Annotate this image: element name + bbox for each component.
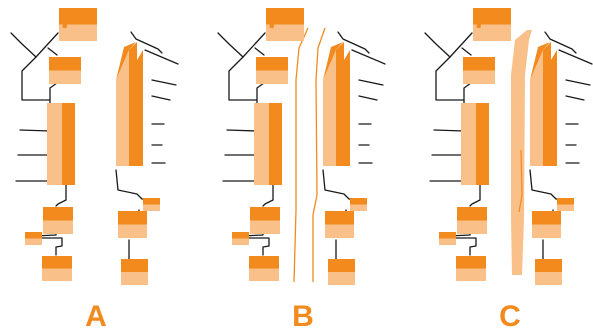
left-lower-stem <box>247 238 269 255</box>
right-dendrite-dark <box>129 42 143 166</box>
right-block-small-light <box>557 205 574 212</box>
left-block-lower-c-dark <box>42 256 72 269</box>
left-block-lower-a-dark <box>43 207 73 221</box>
left-block-lower-b-light <box>439 239 456 246</box>
left-block-lower-b-light <box>232 239 249 246</box>
left-dendrite-light <box>47 103 62 185</box>
left-block-second-light <box>463 71 495 85</box>
left-block-lower-c-light <box>456 269 486 282</box>
left-branch-top-a <box>11 33 36 57</box>
right-block-lower-a-dark <box>325 211 354 225</box>
right-block-lower-b-light <box>121 272 148 285</box>
right-spine-2 <box>566 80 590 85</box>
left-block-lower-c-light <box>249 269 279 282</box>
right-block-small-dark <box>557 198 574 205</box>
left-spine-1 <box>227 130 257 131</box>
right-stem-lower <box>530 170 566 200</box>
right-block-small-dark <box>350 198 367 205</box>
right-spine-2 <box>359 80 383 85</box>
left-lower-stem <box>454 238 476 255</box>
right-spine-3 <box>566 96 584 100</box>
left-block-lower-c-light <box>42 269 72 282</box>
panel-b <box>218 8 385 285</box>
left-block-second-dark <box>463 57 495 71</box>
left-block-lower-b-dark <box>232 232 249 239</box>
channel-left-line <box>294 28 308 282</box>
right-block-small-light <box>143 205 160 212</box>
left-dendrite-light <box>461 103 476 185</box>
right-dendrite-light <box>530 50 543 166</box>
left-block-lower-c-dark <box>456 256 486 269</box>
left-dendrite-dark <box>476 103 489 185</box>
right-dendrite-light <box>323 50 336 166</box>
left-block-lower-b-light <box>25 239 42 246</box>
right-block-lower-a-light <box>118 225 147 239</box>
left-stem-upper <box>229 57 257 103</box>
left-block-second-light <box>256 71 288 85</box>
right-block-lower-b-dark <box>121 259 148 272</box>
left-block-lower-a-light <box>43 221 73 235</box>
left-branch-upper-twig <box>48 48 57 55</box>
left-lower-stem <box>40 238 62 255</box>
right-block-lower-b-light <box>328 272 355 285</box>
right-stem-lower <box>323 170 359 200</box>
right-spine-2 <box>152 80 176 85</box>
left-stem-lower <box>263 185 273 206</box>
left-spine-1 <box>20 130 50 131</box>
right-block-lower-a-light <box>325 225 354 239</box>
right-block-lower-a-dark <box>118 211 147 225</box>
left-stem-upper <box>436 57 464 103</box>
left-block-lower-c-dark <box>249 256 279 269</box>
left-block-second-light <box>49 71 81 85</box>
left-block-lower-a-dark <box>457 207 487 221</box>
right-block-lower-b-dark <box>328 259 355 272</box>
right-block-lower-a-light <box>532 225 561 239</box>
right-block-small-dark <box>143 198 160 205</box>
left-block-lower-a-light <box>457 221 487 235</box>
right-dendrite-dark <box>543 42 557 166</box>
right-spine-3 <box>152 96 170 100</box>
left-block-lower-b-dark <box>439 232 456 239</box>
left-branch-top-a <box>218 33 243 57</box>
left-branch-top-a <box>425 33 450 57</box>
right-block-lower-b-dark <box>535 259 562 272</box>
left-block-lower-b-dark <box>25 232 42 239</box>
right-block-lower-b-light <box>535 272 562 285</box>
left-block-lower-a-dark <box>250 207 280 221</box>
left-block-second-dark <box>256 57 288 71</box>
left-block-lower-a-light <box>250 221 280 235</box>
left-block-second-dark <box>49 57 81 71</box>
left-dendrite-dark <box>269 103 282 185</box>
right-stem-lower <box>116 170 152 200</box>
left-branch-upper-twig <box>255 48 264 55</box>
panel-label-c: C <box>490 300 530 334</box>
panel-label-b: B <box>283 300 323 334</box>
left-stem-lower <box>56 185 66 206</box>
panel-c <box>425 8 592 285</box>
left-dendrite-light <box>254 103 269 185</box>
panel-label-a: A <box>76 300 116 334</box>
left-stem-upper <box>22 57 50 103</box>
left-spine-1 <box>434 130 464 131</box>
right-spine-3 <box>359 96 377 100</box>
left-stem-lower <box>470 185 480 206</box>
left-dendrite-dark <box>62 103 75 185</box>
right-block-small-light <box>350 205 367 212</box>
panel-a <box>11 8 178 285</box>
left-branch-upper-twig <box>462 48 471 55</box>
right-dendrite-dark <box>336 42 350 166</box>
right-block-lower-a-dark <box>532 211 561 225</box>
right-dendrite-light <box>116 50 129 166</box>
